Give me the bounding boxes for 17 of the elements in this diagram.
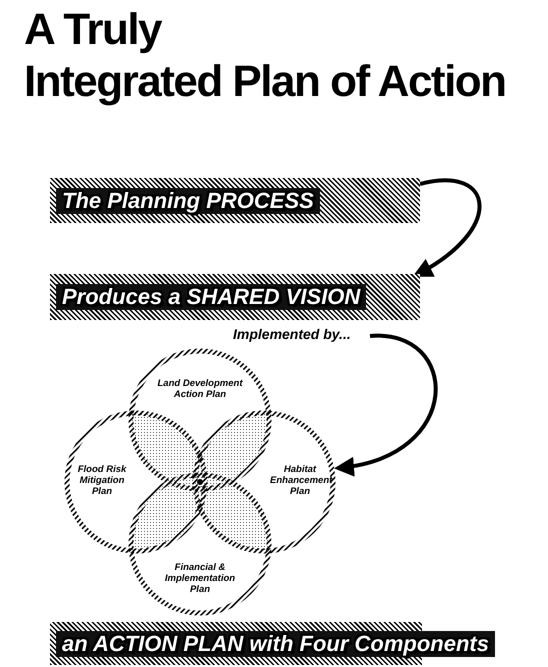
plan-label: Land Development Action Plan [156, 378, 244, 400]
banner-text: Produces a SHARED VISION [56, 284, 366, 310]
plan-label: Financial & Implementation Plan [164, 562, 236, 595]
plan-circle [64, 410, 208, 554]
plan-circle [192, 410, 336, 554]
plan-label: Habitat Enhancement Plan [270, 464, 330, 497]
plan-circle [128, 472, 272, 616]
plan-circle [128, 348, 272, 492]
plan-label: Flood Risk Mitigation Plan [76, 464, 128, 497]
curved-arrow [412, 178, 482, 277]
banner [50, 274, 420, 320]
banner-text: The Planning PROCESS [56, 188, 320, 214]
banner [50, 178, 420, 223]
curved-arrow [334, 334, 438, 476]
banner-text: an ACTION PLAN with Four Components [56, 630, 495, 656]
phrase-text: Implemented by... [233, 326, 351, 342]
title: A Truly Integrated Plan of Action [24, 4, 507, 108]
